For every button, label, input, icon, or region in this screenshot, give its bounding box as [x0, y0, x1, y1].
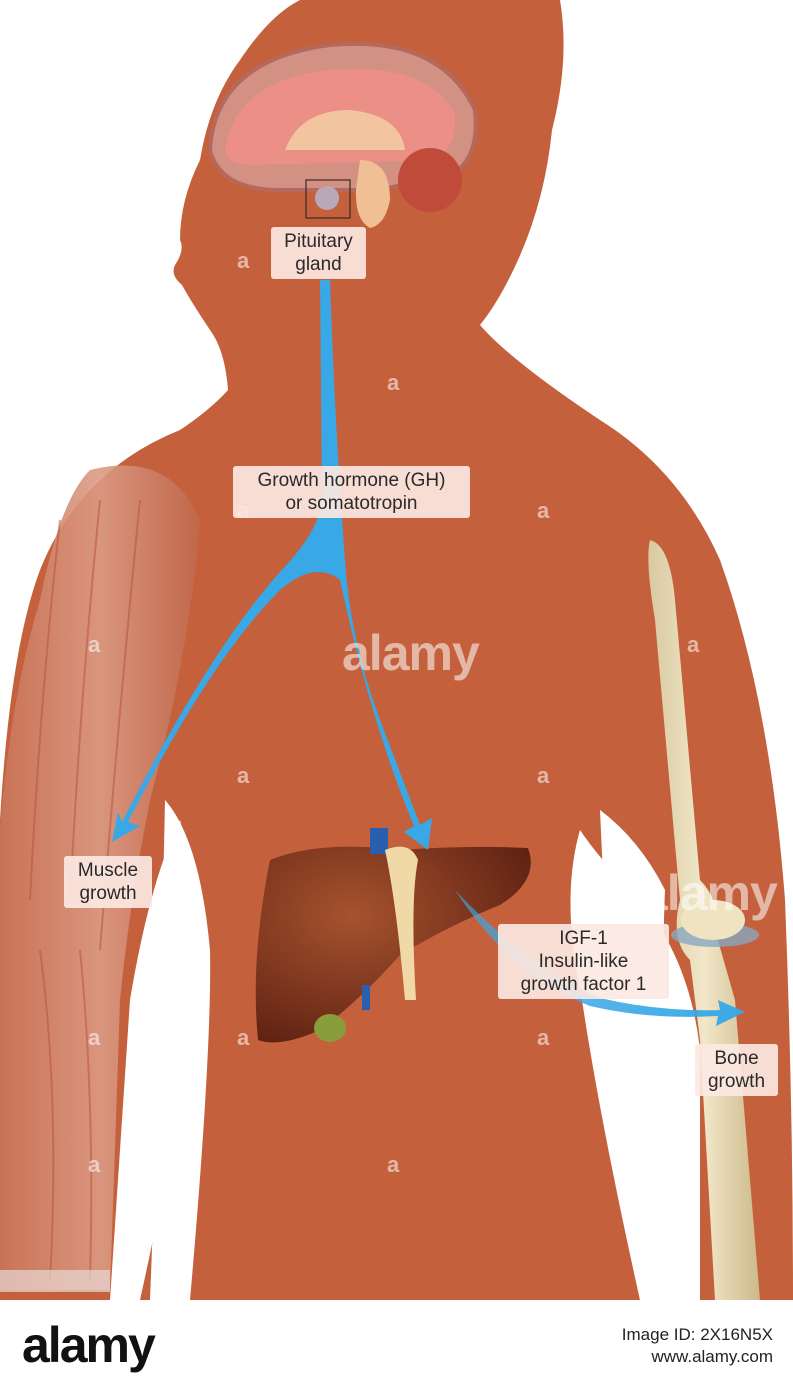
- pituitary-gland-label: Pituitary gland: [271, 227, 366, 279]
- svg-text:a: a: [687, 632, 700, 657]
- watermark-pattern: aaa aaa aaa aaa aaa alamy alamy: [88, 248, 779, 1177]
- svg-text:a: a: [237, 248, 250, 273]
- growth-hormone-label: Growth hormone (GH) or somatotropin: [233, 466, 470, 518]
- svg-text:a: a: [687, 1152, 700, 1177]
- image-id: Image ID: 2X16N5X: [621, 1325, 773, 1344]
- footer-bar: alamy Image ID: 2X16N5X www.alamy.com: [0, 1300, 793, 1390]
- igf-1-label: IGF-1 Insulin-like growth factor 1: [498, 924, 669, 999]
- site-url: www.alamy.com: [651, 1347, 773, 1366]
- svg-text:alamy: alamy: [640, 865, 778, 921]
- svg-text:a: a: [88, 632, 101, 657]
- muscle-growth-label: Muscle growth: [64, 856, 152, 908]
- brain: [207, 41, 478, 228]
- svg-text:a: a: [537, 763, 550, 788]
- svg-text:a: a: [88, 1025, 101, 1050]
- svg-text:a: a: [237, 1025, 250, 1050]
- footer-logo: alamy: [22, 1317, 156, 1373]
- svg-text:a: a: [387, 370, 400, 395]
- footer-info: Image ID: 2X16N5X www.alamy.com: [622, 1324, 773, 1368]
- svg-text:a: a: [537, 498, 550, 523]
- svg-text:a: a: [387, 1152, 400, 1177]
- liver: [255, 828, 531, 1043]
- svg-text:a: a: [237, 763, 250, 788]
- svg-text:alamy: alamy: [342, 625, 480, 681]
- svg-text:a: a: [537, 1025, 550, 1050]
- svg-text:a: a: [88, 1152, 101, 1177]
- anatomy-illustration: aaa aaa aaa aaa aaa alamy alamy: [0, 0, 793, 1300]
- svg-text:a: a: [687, 1025, 700, 1050]
- bone-growth-label: Bone growth: [695, 1044, 778, 1096]
